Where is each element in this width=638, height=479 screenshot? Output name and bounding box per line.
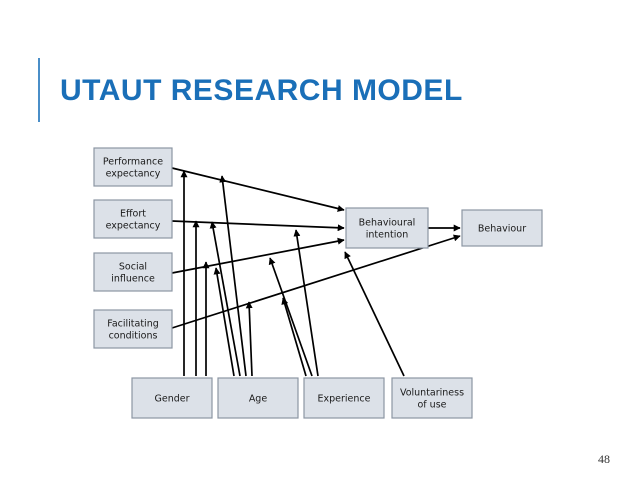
node-performance-label: expectancy <box>106 169 161 180</box>
node-behaviour-label: Behaviour <box>478 224 526 235</box>
arrow-age-to-social-edge <box>213 267 235 377</box>
node-facilitating-label: Facilitating <box>107 319 159 330</box>
node-social-label: Social <box>119 262 147 273</box>
node-gender-label: Gender <box>154 394 189 405</box>
node-performance-label: Performance <box>103 157 163 168</box>
arrow-experience-to-effort-edge <box>293 229 319 377</box>
node-social-box <box>93 252 173 292</box>
node-experience-box <box>303 377 385 419</box>
arrow-experience-to-facilitating-edge <box>281 297 307 377</box>
arrow-age-to-facilitating-edge <box>245 301 253 377</box>
node-voluntariness-box <box>391 377 473 419</box>
node-intention-label: intention <box>366 230 408 241</box>
node-social-label: influence <box>111 274 155 285</box>
arrow-facilitating-to-behaviour <box>171 234 461 329</box>
arrow-effort-to-intention <box>171 220 345 232</box>
arrow-performance-to-intention <box>171 167 345 212</box>
arrow-age-to-effort-edge <box>209 221 241 377</box>
node-experience: Experience <box>303 377 385 419</box>
arrow-experience-to-social-edge <box>268 257 313 377</box>
node-gender-box <box>131 377 213 419</box>
node-intention-label: Behavioural <box>359 218 416 229</box>
node-age: Age <box>217 377 299 419</box>
node-age-label: Age <box>249 394 268 405</box>
node-voluntariness-label: Voluntariness <box>400 388 464 399</box>
node-experience-label: Experience <box>318 394 371 405</box>
node-behaviour: Behaviour <box>461 209 543 247</box>
edges-layer <box>171 167 461 377</box>
node-intention-box <box>345 207 429 249</box>
node-effort-box <box>93 199 173 239</box>
node-effort-label: Effort <box>120 209 146 220</box>
nodes-layer: PerformanceexpectancyEffortexpectancySoc… <box>93 147 543 419</box>
arrow-social-to-intention <box>171 237 345 274</box>
title-accent-bar <box>38 58 40 122</box>
node-voluntariness-label: of use <box>418 400 447 411</box>
arrow-age-to-performance-edge <box>219 175 247 377</box>
node-performance-box <box>93 147 173 187</box>
node-age-box <box>217 377 299 419</box>
node-effort-label: expectancy <box>106 221 161 232</box>
node-facilitating-label: conditions <box>109 331 158 342</box>
node-facilitating-box <box>93 309 173 349</box>
slide-title: UTAUT RESEARCH MODEL <box>60 74 463 107</box>
node-behaviour-box <box>461 209 543 247</box>
node-gender: Gender <box>131 377 213 419</box>
page-number: 48 <box>598 452 610 466</box>
arrow-voluntariness-to-social-edge <box>344 251 405 377</box>
